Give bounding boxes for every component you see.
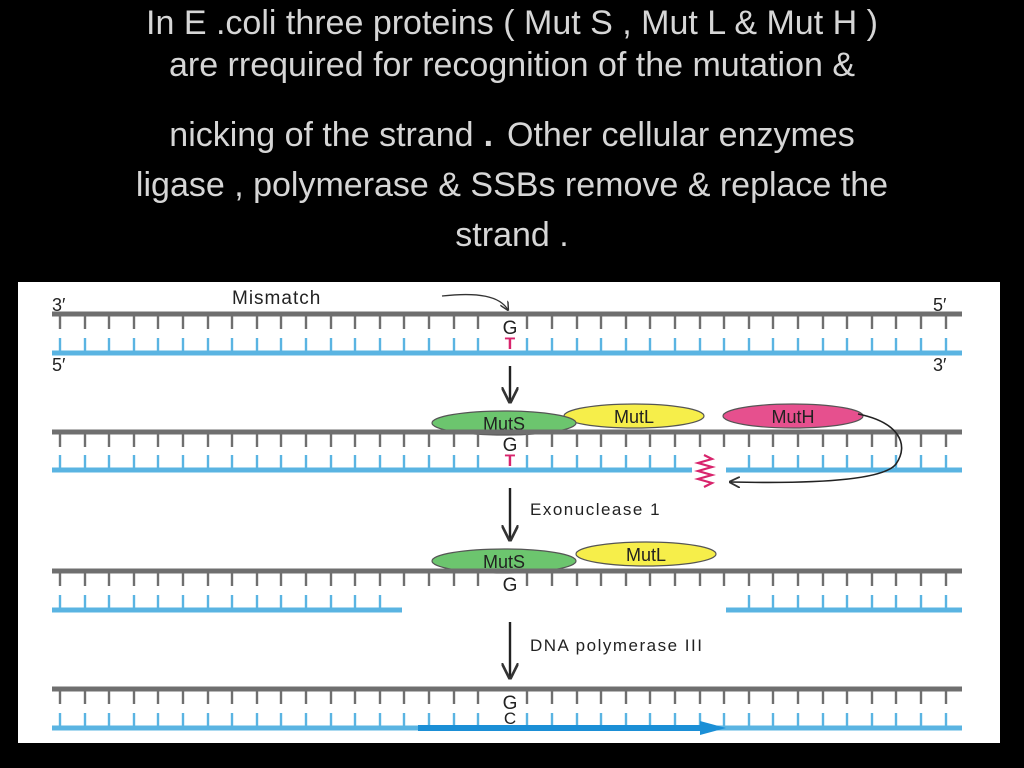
template-rungs-3 bbox=[58, 571, 948, 586]
template-rungs-1 bbox=[58, 314, 948, 329]
base-g-3: G bbox=[503, 575, 518, 596]
mismatch-label: Mismatch bbox=[232, 288, 321, 309]
mutl-label-3: MutL bbox=[626, 545, 666, 565]
title-line-1: In E .coli three proteins ( Mut S , Mut … bbox=[146, 4, 878, 42]
title-line-3a: nicking of the strand bbox=[169, 116, 474, 154]
dna-duplex-3 bbox=[52, 568, 962, 613]
muth-protein-2: MutH bbox=[722, 403, 864, 429]
title-line-5: strand . bbox=[455, 216, 569, 254]
muts-label-3: MutS bbox=[483, 552, 525, 572]
base-t-mismatch-1: T bbox=[505, 334, 516, 353]
mismatch-repair-figure: 3′ 5′ 5′ 3′ Mismatch G T MutL MutH MutS bbox=[18, 282, 1000, 743]
dna-duplex-4 bbox=[52, 686, 962, 735]
slide-title: In E .coli three proteins ( Mut S , Mut … bbox=[30, 6, 994, 258]
daughter-rungs-2 bbox=[58, 455, 948, 470]
repair-diagram-svg: 3′ 5′ 5′ 3′ Mismatch G T MutL MutH MutS bbox=[52, 288, 962, 735]
base-g-2: G bbox=[503, 435, 518, 456]
base-c-corrected: C bbox=[504, 709, 516, 728]
dna-duplex-2 bbox=[52, 429, 962, 473]
mutl-protein-3: MutL bbox=[575, 541, 717, 567]
dna-duplex-1 bbox=[52, 311, 962, 356]
template-rungs-4 bbox=[58, 689, 948, 704]
daughter-rungs-3 bbox=[58, 595, 948, 610]
top-right-end-label: 5′ bbox=[933, 295, 947, 315]
new-strand-arrowhead bbox=[700, 721, 726, 735]
base-g-1: G bbox=[503, 318, 518, 339]
mutl-protein-2: MutL bbox=[563, 403, 705, 429]
muts-protein-3: MutS bbox=[431, 548, 577, 574]
mutl-label-2: MutL bbox=[614, 407, 654, 427]
template-rungs-2 bbox=[58, 432, 948, 447]
polymerase-label: DNA polymerase III bbox=[530, 636, 703, 655]
muth-nick-arrow bbox=[730, 413, 903, 482]
daughter-rungs-1 bbox=[58, 338, 948, 353]
bottom-left-end-label: 5′ bbox=[52, 355, 66, 375]
base-g-4: G bbox=[503, 693, 518, 714]
bottom-right-end-label: 3′ bbox=[933, 355, 947, 375]
title-big-dot: . bbox=[483, 116, 494, 154]
muth-label-2: MutH bbox=[771, 407, 814, 427]
exonuclease-label: Exonuclease 1 bbox=[530, 500, 661, 519]
mismatch-pointer-arrow bbox=[441, 293, 508, 310]
base-t-mismatch-2: T bbox=[505, 451, 516, 470]
title-line-3b: Other cellular enzymes bbox=[507, 116, 855, 154]
nick-zigzag bbox=[693, 454, 717, 488]
title-line-3: nicking of the strand. Other cellular enz… bbox=[30, 118, 994, 168]
title-line-4: ligase , polymerase & SSBs remove & repl… bbox=[135, 166, 889, 204]
daughter-rungs-4 bbox=[58, 713, 948, 728]
title-line-2: are rrequired for recognition of the mut… bbox=[168, 46, 856, 84]
top-left-end-label: 3′ bbox=[52, 295, 66, 315]
muts-label-2: MutS bbox=[483, 414, 525, 434]
muts-protein-2: MutS bbox=[431, 410, 577, 436]
